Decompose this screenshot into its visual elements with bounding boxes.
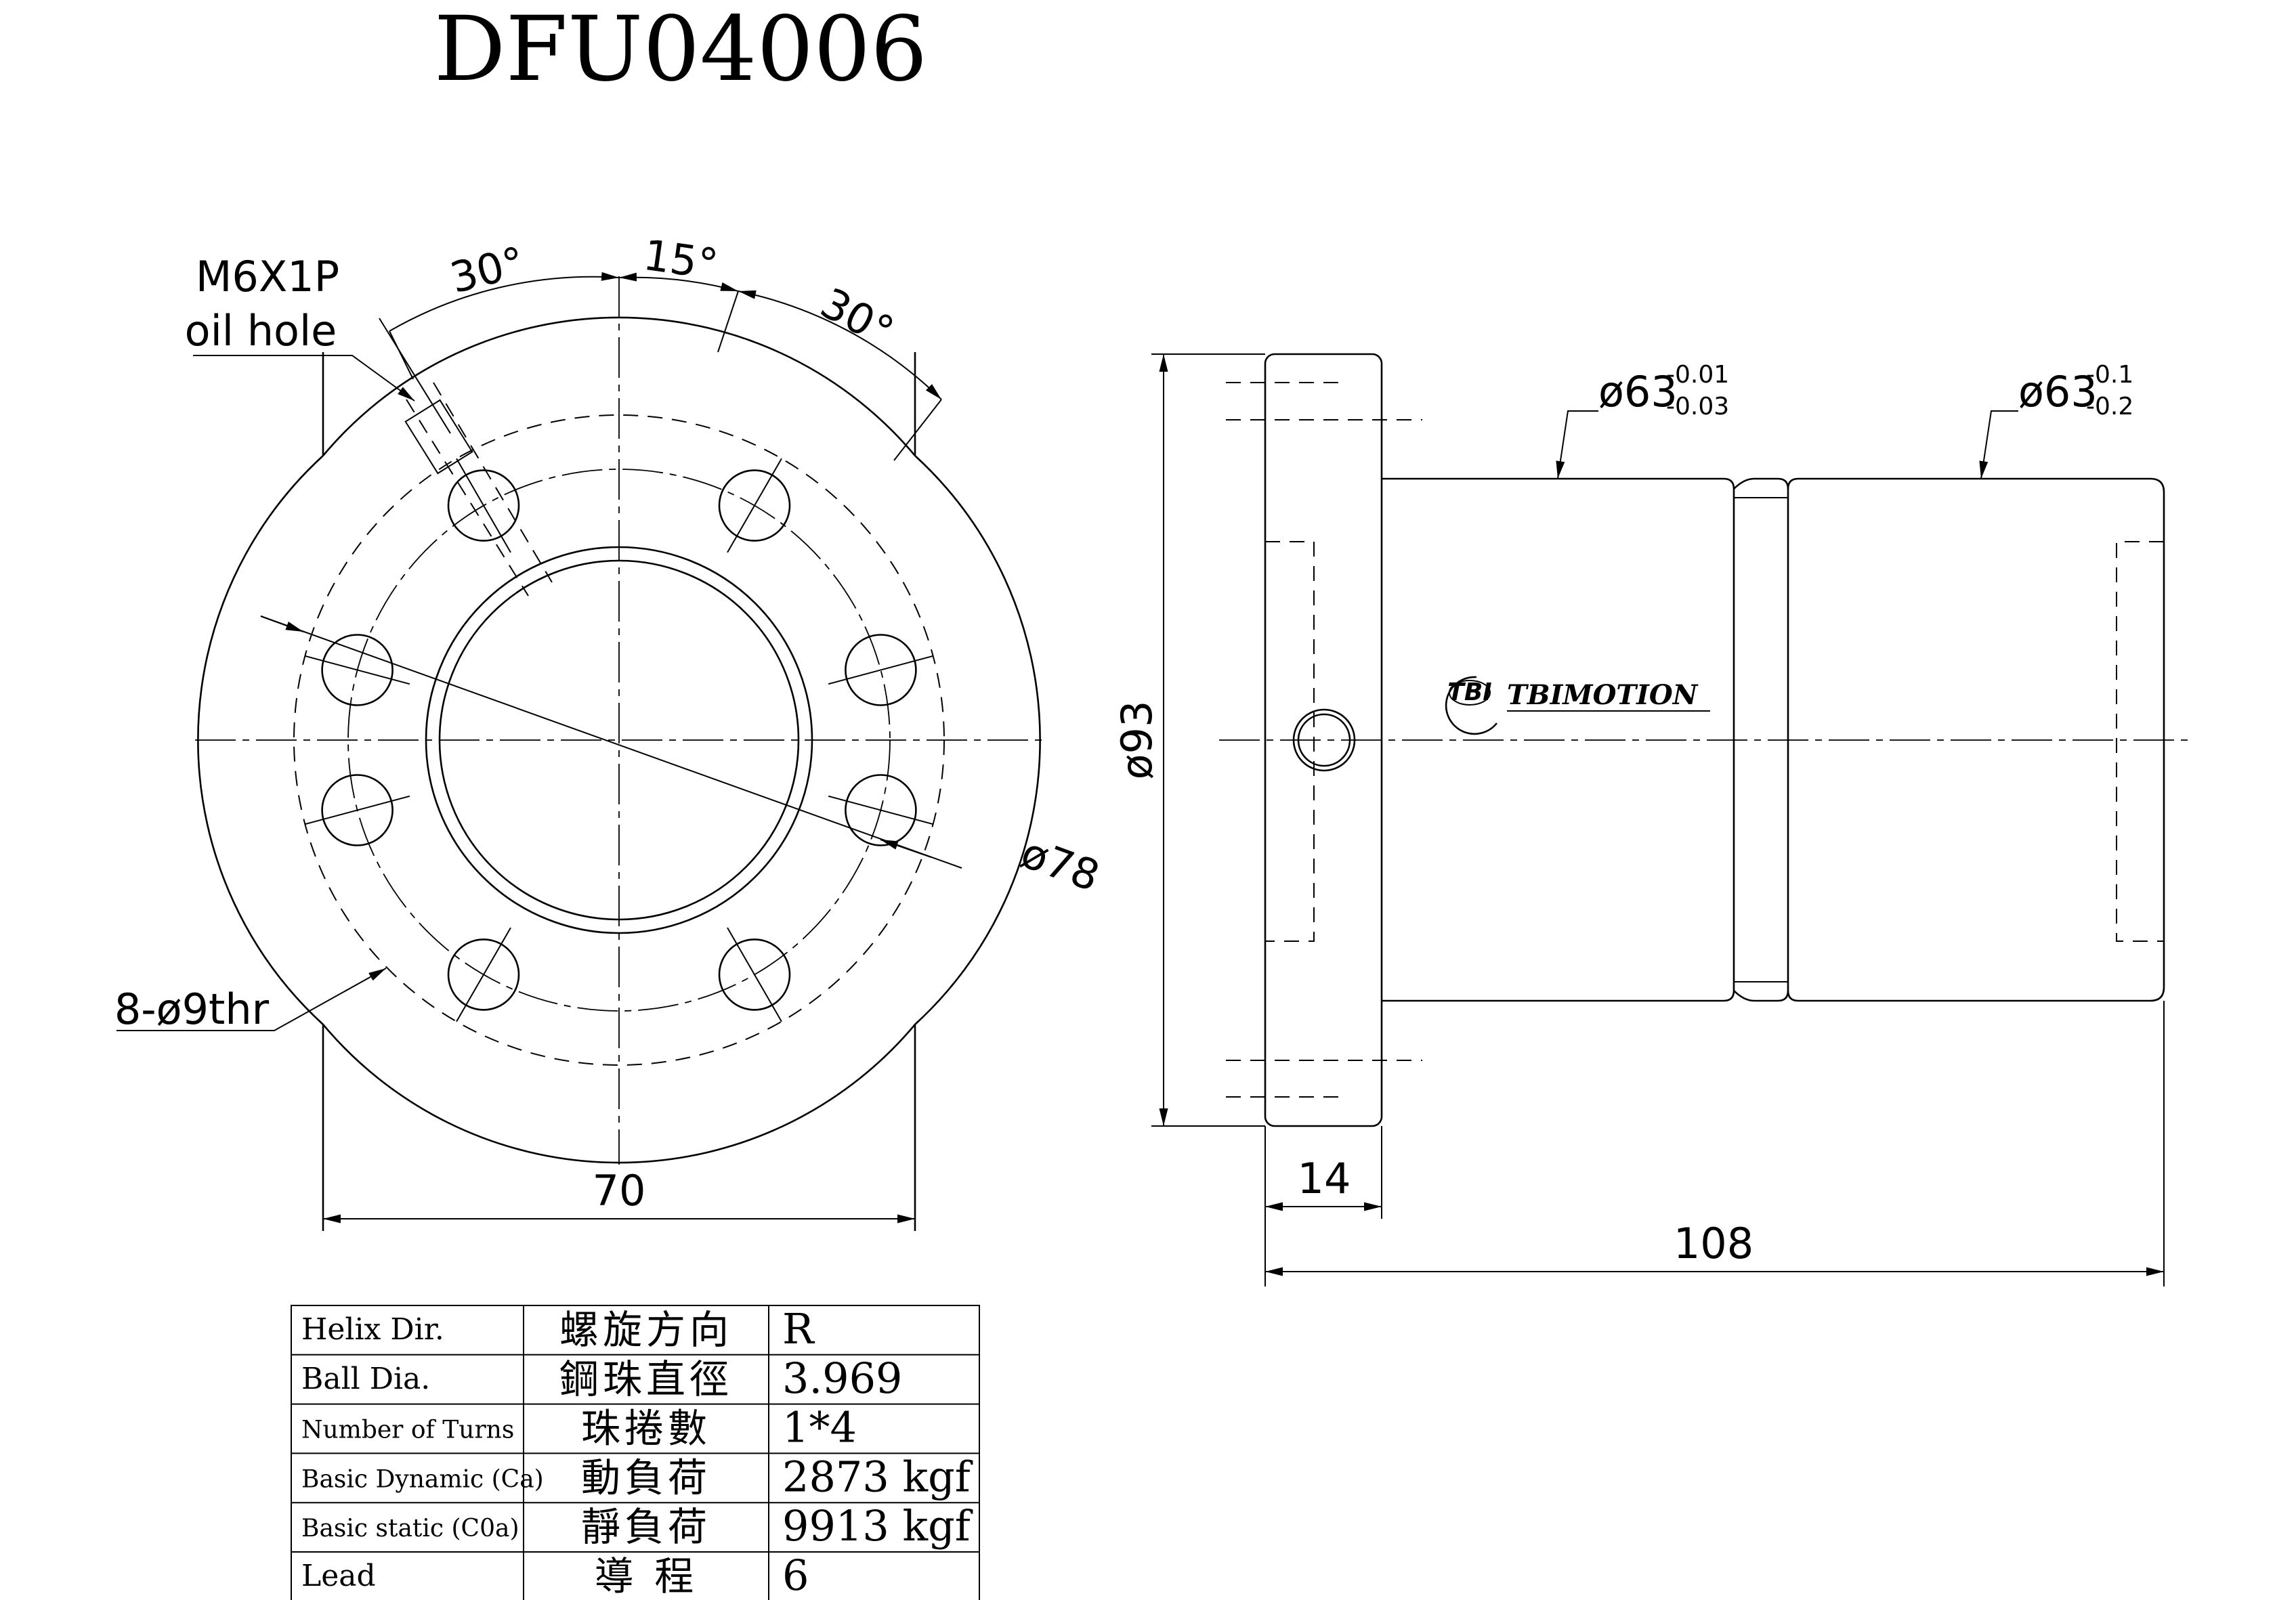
len108-label: 108 <box>1674 1219 1753 1268</box>
bolt-hole <box>845 634 917 706</box>
front-view: 30° 15° 30° M6X1P oil hole ø78 8-ø9thr 7… <box>114 230 1106 1231</box>
angle-label-right: 30° <box>813 278 901 357</box>
body-groove <box>1733 477 1789 1002</box>
spec-label-zh: 靜負荷 <box>581 1504 711 1550</box>
spec-label-zh: 鋼珠直徑 <box>559 1356 733 1402</box>
drawing-title: DFU04006 <box>434 0 928 102</box>
spec-label-en: Basic static (C0a) <box>301 1515 519 1542</box>
spec-label-en: Helix Dir. <box>301 1312 444 1347</box>
spec-label-zh: 導 程 <box>595 1553 698 1599</box>
flange-hidden-recess <box>1265 541 1315 942</box>
body-section-2 <box>1787 477 2165 1002</box>
bolt-hole <box>321 774 394 846</box>
spec-label-en: Number of Turns <box>301 1417 514 1444</box>
angle-ext-line-left <box>389 330 414 380</box>
bore-inner-circle <box>438 559 800 921</box>
dia63-2-tol-lower: -0.2 <box>2086 393 2133 420</box>
angle-label-top: 15° <box>641 230 721 290</box>
angle-arc-15 <box>618 272 739 292</box>
spec-table-rows: Helix Dir. 螺旋方向 R Ball Dia. 鋼珠直徑 3.969Number … <box>291 1304 979 1600</box>
oil-hole-label-thread: M6X1P <box>196 252 339 301</box>
dia63-1-tol-upper: -0.01 <box>1666 361 1729 389</box>
spec-label-zh: 動負荷 <box>581 1454 711 1500</box>
bolt-hole-axis <box>727 927 782 1022</box>
bolt-hole <box>718 469 791 542</box>
bolt-hole-axis <box>456 458 511 553</box>
angle-arc-30-left <box>389 272 620 332</box>
spec-value: R <box>782 1304 815 1354</box>
pcd-arrow-right <box>880 839 932 858</box>
bolt-hole <box>718 938 791 1011</box>
oil-hole-label: oil hole <box>185 306 337 355</box>
dia63-1-tol-lower: -0.03 <box>1666 393 1729 420</box>
spec-label-en: Basic Dynamic (Ca) <box>301 1465 544 1493</box>
side-oil-hole-inner <box>1297 713 1351 767</box>
body-section-1 <box>1382 477 1735 1002</box>
spec-label-zh: 螺旋方向 <box>559 1307 733 1353</box>
side-view: TBI TBIMOTION ø93 ø63 -0.01 -0.03 ø63 -0… <box>1112 353 2194 1287</box>
len14-label: 14 <box>1298 1154 1351 1203</box>
spec-value: 3.969 <box>782 1354 903 1403</box>
pcd-arrow-left <box>260 615 304 632</box>
bolt-hole-axis <box>305 795 410 825</box>
logo-badge: TBI <box>1447 678 1491 706</box>
bolt-hole <box>447 469 520 542</box>
flange-outline-bottom <box>322 1024 916 1164</box>
bolt-hole-axis <box>727 458 782 553</box>
spec-value: 2873 kgf <box>782 1452 973 1501</box>
bore-outer-circle <box>425 546 813 934</box>
dia63-2-label: ø63 <box>2018 367 2098 416</box>
bolt-hole-axis <box>456 927 511 1022</box>
bolt-holes-label: 8-ø9thr <box>114 985 270 1034</box>
tbimotion-logo: TBI TBIMOTION <box>1445 676 1710 735</box>
side-oil-hole-outer <box>1292 708 1356 772</box>
logo-badge-oval <box>1449 680 1491 706</box>
spec-value: 1*4 <box>782 1403 857 1452</box>
dia63-1-leader <box>1556 410 1598 479</box>
spec-label-zh: 珠捲數 <box>581 1406 711 1452</box>
bolt-hole <box>321 634 394 706</box>
pitch-circle <box>347 469 891 1012</box>
angle-arc-30-right <box>738 290 942 400</box>
dia63-2-tol-upper: -0.1 <box>2086 361 2133 389</box>
end-hidden-recess <box>2116 541 2164 942</box>
bolt-hole <box>447 938 520 1011</box>
pcd-dim-line <box>260 615 962 869</box>
oil-hole-channel <box>379 318 553 597</box>
dia63-1-label: ø63 <box>1598 367 1678 416</box>
bolt-holes <box>305 458 933 1022</box>
logo-text: TBIMOTION <box>1507 679 1699 711</box>
pcd-label: ø78 <box>1015 827 1106 901</box>
bolt-hole-axis <box>828 655 933 685</box>
bolt-holes-leader <box>116 968 387 1031</box>
side-flange <box>1264 353 1383 1127</box>
bolt-hole-axis <box>828 795 933 825</box>
dia93-label: ø93 <box>1112 701 1162 780</box>
flange-side-flats <box>197 352 1041 1231</box>
spec-value: 9913 kgf <box>782 1501 973 1551</box>
oil-hole-leader <box>193 355 415 402</box>
width-label: 70 <box>593 1166 646 1215</box>
spec-label-en: Ball Dia. <box>301 1362 430 1396</box>
bolt-hole-axis <box>305 655 410 685</box>
spec-table: Helix Dir. 螺旋方向 R Ball Dia. 鋼珠直徑 3.969Number … <box>291 1304 980 1600</box>
dia63-2-leader <box>1979 410 2018 479</box>
body-hidden-circle <box>293 414 945 1066</box>
spec-label-en: Lead <box>301 1559 376 1593</box>
angle-ext-line <box>717 290 739 353</box>
logo-c-mark <box>1445 676 1498 735</box>
angle-label-left: 30° <box>445 237 529 303</box>
spec-value: 6 <box>782 1551 809 1600</box>
angle-ext-line-right <box>893 399 942 461</box>
